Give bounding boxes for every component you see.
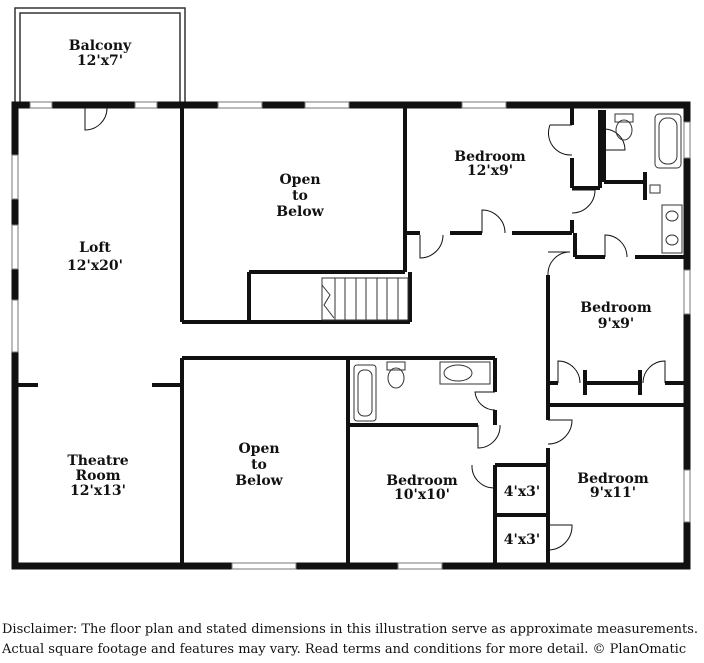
balcony-name: Balcony <box>69 38 132 54</box>
bedroom-2-name: Bedroom <box>580 300 652 316</box>
balcony-outline <box>14 7 186 103</box>
room-labels: Balcony 12'x7' Loft 12'x20' Open to Belo… <box>67 38 652 548</box>
bedroom-3-dim: 10'x10' <box>394 487 450 503</box>
bedroom-3-name: Bedroom <box>386 473 458 489</box>
bedroom-4-dim: 9'x11' <box>590 485 636 501</box>
theatre-room-dim: 12'x13' <box>70 483 126 499</box>
bedroom-1-dim: 12'x9' <box>467 163 513 179</box>
bedroom-4-name: Bedroom <box>577 471 649 487</box>
loft-dim: 12'x20' <box>67 258 123 274</box>
floor-plan-drawing: Balcony 12'x7' Loft 12'x20' Open to Belo… <box>11 7 691 570</box>
bedroom-2-dim: 9'x9' <box>598 316 634 332</box>
theatre-room-line1: Theatre <box>67 453 128 469</box>
closet-1-dim: 4'x3' <box>504 484 540 500</box>
balcony-dim: 12'x7' <box>77 53 123 69</box>
open-below-1-line2: to <box>292 188 308 204</box>
windows <box>11 101 691 570</box>
interior-walls <box>18 105 687 566</box>
bedroom-1-name: Bedroom <box>454 149 526 165</box>
loft-name: Loft <box>79 240 111 256</box>
disclaimer: Disclaimer: The floor plan and stated di… <box>0 620 704 663</box>
theatre-room-line2: Room <box>75 468 120 484</box>
door-swings <box>84 107 666 551</box>
disclaimer-line-2: Actual square footage and features may v… <box>2 642 687 657</box>
open-below-1-line3: Below <box>276 204 324 220</box>
open-below-1-line1: Open <box>279 172 320 188</box>
open-below-2-line3: Below <box>235 473 283 489</box>
floor-plan: Balcony 12'x7' Loft 12'x20' Open to Belo… <box>11 7 691 570</box>
disclaimer-line-1: Disclaimer: The floor plan and stated di… <box>2 622 699 637</box>
stairs <box>321 277 409 321</box>
open-below-2-line1: Open <box>238 441 279 457</box>
closet-2-dim: 4'x3' <box>504 532 540 548</box>
bath-fixtures <box>353 113 683 422</box>
open-below-2-line2: to <box>251 457 267 473</box>
